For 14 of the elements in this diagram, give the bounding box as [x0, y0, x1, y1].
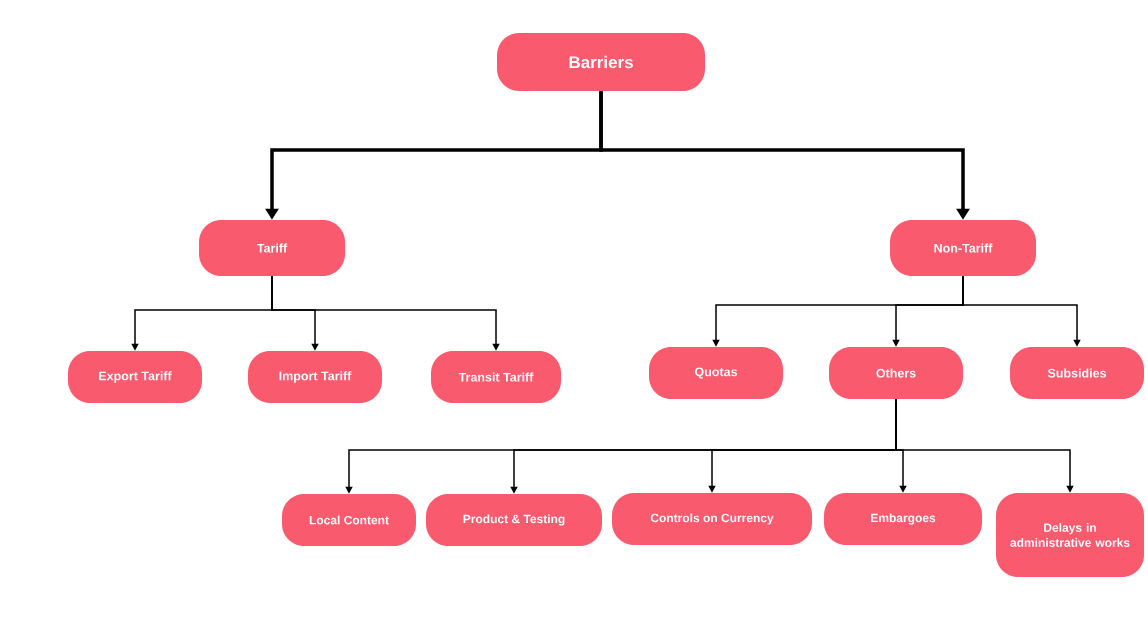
- rounded-box: Tariff: [199, 220, 345, 276]
- rounded-box: Non-Tariff: [890, 220, 1036, 276]
- rounded-box: Quotas: [649, 347, 783, 399]
- rounded-box: Subsidies: [1010, 347, 1144, 399]
- rounded-box: Others: [829, 347, 963, 399]
- rounded-box: Import Tariff: [248, 351, 382, 403]
- rounded-box: Export Tariff: [68, 351, 202, 403]
- rounded-box: Controls on Currency: [612, 493, 812, 545]
- rounded-box: Embargoes: [824, 493, 982, 545]
- rounded-box: Product & Testing: [426, 494, 602, 546]
- rounded-box: Transit Tariff: [431, 351, 561, 403]
- rounded-box: Barriers: [497, 33, 705, 91]
- rounded-box: Local Content: [282, 494, 416, 546]
- rounded-box: Delays in administrative works: [996, 493, 1144, 577]
